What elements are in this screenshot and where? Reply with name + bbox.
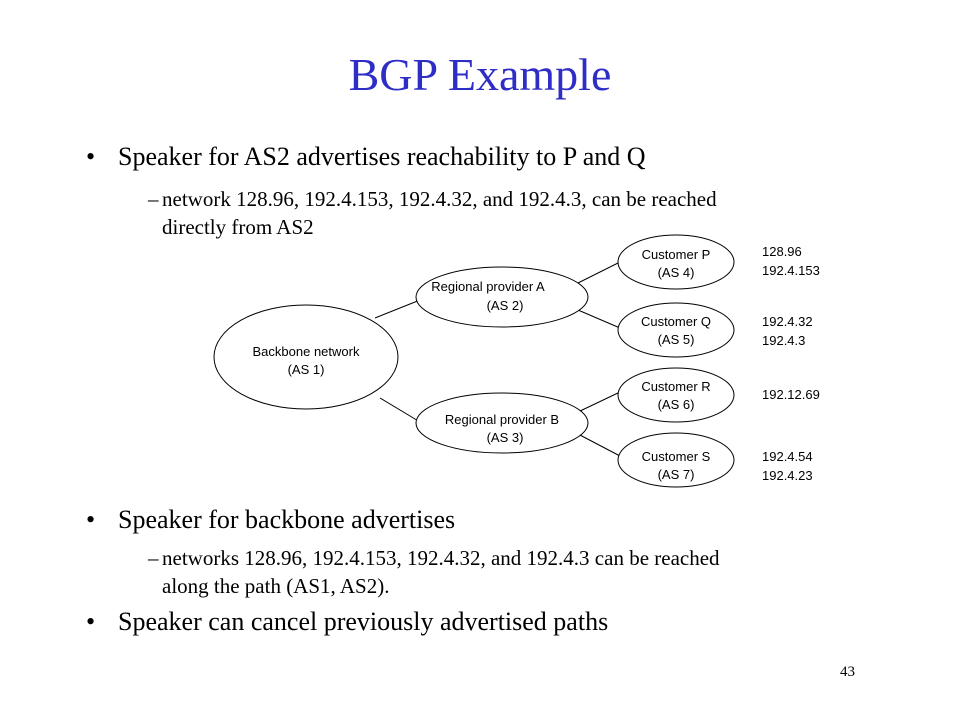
sub-bullet-dash: –: [148, 187, 159, 211]
node-backbone-as: (AS 1): [288, 362, 325, 377]
node-provider-b-as: (AS 3): [487, 430, 524, 445]
sub-bullet-1: – network 128.96, 192.4.153, 192.4.32, a…: [148, 185, 878, 242]
node-provider-b: Regional provider B (AS 3): [415, 392, 589, 454]
bullet-3-text: Speaker can cancel previously advertised…: [118, 607, 609, 636]
node-customer-r-as: (AS 6): [658, 397, 695, 412]
sub-bullet-2-line-2: along the path (AS1, AS2).: [162, 574, 390, 599]
node-customer-r: Customer R (AS 6): [617, 367, 735, 423]
node-customer-s: Customer S (AS 7): [617, 432, 735, 488]
node-customer-s-label: Customer S: [642, 449, 711, 464]
prefix-s-2: 192.4.23: [762, 468, 813, 483]
bullet-1-text: Speaker for AS2 advertises reachability …: [118, 142, 646, 171]
bullet-dot: •: [86, 142, 96, 171]
sub-bullet-2: – networks 128.96, 192.4.153, 192.4.32, …: [148, 544, 878, 601]
prefix-p-2: 192.4.153: [762, 263, 820, 278]
edge-backbone-provider-a: [374, 299, 421, 319]
node-customer-p-as: (AS 4): [658, 265, 695, 280]
node-customer-p-label: Customer P: [642, 247, 711, 262]
edge-provider-a-customer-q: [577, 309, 621, 329]
edge-provider-b-customer-r: [577, 391, 621, 413]
node-customer-r-label: Customer R: [641, 379, 710, 394]
prefix-q-1: 192.4.32: [762, 314, 813, 329]
edge-provider-a-customer-p: [577, 261, 621, 284]
node-customer-q: Customer Q (AS 5): [617, 302, 735, 358]
prefix-q-2: 192.4.3: [762, 333, 805, 348]
node-customer-p: Customer P (AS 4): [617, 234, 735, 290]
sub-bullet-1-line-2: directly from AS2: [162, 215, 314, 240]
bullet-2-text: Speaker for backbone advertises: [118, 505, 456, 534]
bullet-dot: •: [86, 505, 96, 534]
node-provider-a-as: (AS 2): [487, 298, 524, 313]
node-customer-q-as: (AS 5): [658, 332, 695, 347]
prefix-r-1: 192.12.69: [762, 387, 820, 402]
prefix-p-1: 128.96: [762, 244, 802, 259]
node-backbone: Backbone network (AS 1): [213, 304, 399, 410]
bullet-3: • Speaker can cancel previously advertise…: [86, 607, 608, 637]
bullet-1: • Speaker for AS2 advertises reachability…: [86, 142, 646, 172]
sub-bullet-2-line-1: networks 128.96, 192.4.153, 192.4.32, an…: [162, 546, 720, 570]
prefix-s-1: 192.4.54: [762, 449, 813, 464]
slide-title: BGP Example: [348, 49, 612, 100]
node-customer-s-as: (AS 7): [658, 467, 695, 482]
page-number: 43: [840, 664, 855, 680]
bullet-dot: •: [86, 607, 96, 636]
bullet-2: • Speaker for backbone advertises: [86, 505, 455, 535]
sub-bullet-dash: –: [148, 546, 159, 570]
node-provider-a-label: Regional provider A: [431, 279, 545, 294]
node-provider-a: Regional provider A (AS 2): [415, 266, 589, 328]
edge-provider-b-customer-s: [577, 433, 621, 457]
node-customer-q-label: Customer Q: [641, 314, 711, 329]
edge-backbone-provider-b: [379, 397, 421, 423]
sub-bullet-1-line-1: network 128.96, 192.4.153, 192.4.32, and…: [162, 187, 717, 211]
node-provider-b-label: Regional provider B: [445, 412, 559, 427]
node-backbone-label: Backbone network: [253, 344, 360, 359]
